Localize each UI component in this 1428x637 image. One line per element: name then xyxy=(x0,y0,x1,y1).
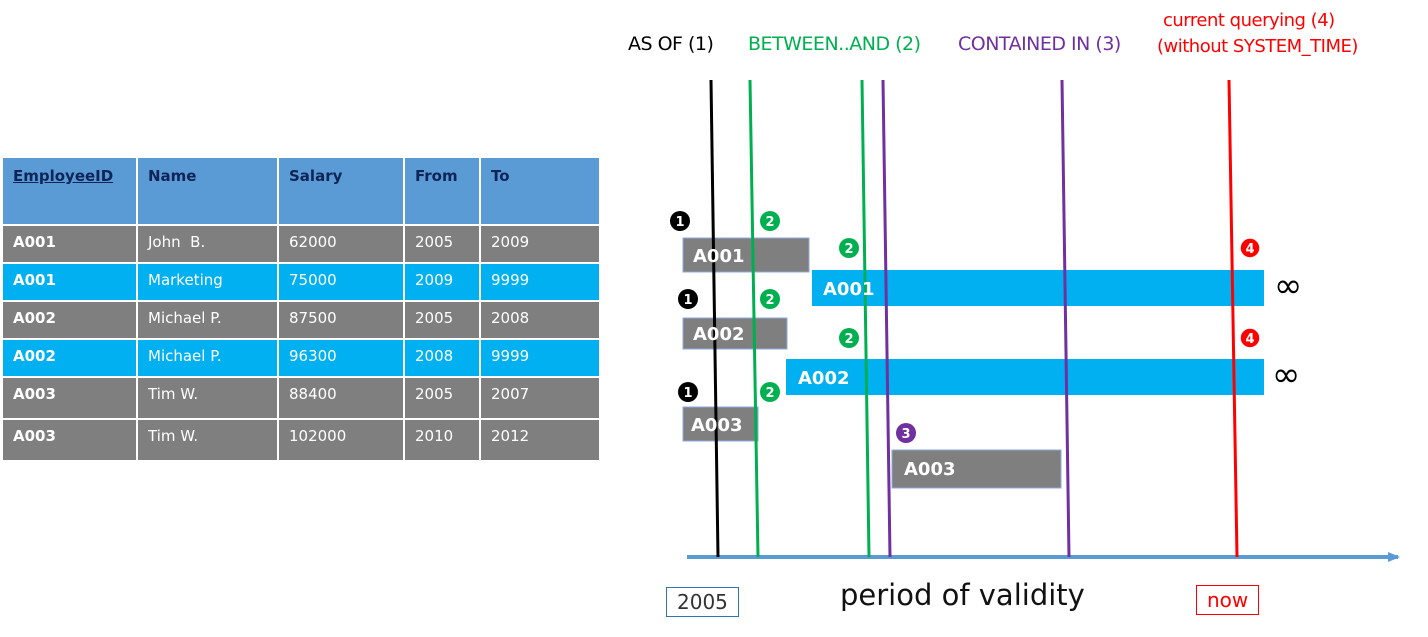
marker-number: 2 xyxy=(765,386,774,401)
cell-to: 2007 xyxy=(481,378,601,420)
table-row: A002 Michael P. 96300 2008 9999 xyxy=(3,340,601,378)
between-and-end-line xyxy=(860,79,871,558)
table-row: A001 Marketing 75000 2009 9999 xyxy=(3,264,601,302)
cell-to: 2012 xyxy=(481,420,601,462)
cell-to: 2009 xyxy=(481,226,601,264)
cell-to: 9999 xyxy=(481,264,601,302)
bar-a003-historical-label: A003 xyxy=(691,415,743,436)
current-querying-header: current querying (4) xyxy=(1163,10,1335,31)
infinity-symbol: ∞ xyxy=(1272,355,1301,395)
marker-number: 4 xyxy=(1245,242,1254,257)
cell-from: 2005 xyxy=(405,302,481,340)
cell-to: 2008 xyxy=(481,302,601,340)
cell-employeeid: A001 xyxy=(3,264,138,302)
bar-a002-current-label: A002 xyxy=(798,368,850,389)
marker-number: 1 xyxy=(675,215,684,230)
employee-table: EmployeeID Name Salary From To A001 John… xyxy=(3,158,601,462)
cell-from: 2008 xyxy=(405,340,481,378)
cell-name: Michael P. xyxy=(138,340,279,378)
cell-employeeid: A003 xyxy=(3,378,138,420)
cell-to: 9999 xyxy=(481,340,601,378)
cell-from: 2005 xyxy=(405,226,481,264)
table-header-row: EmployeeID Name Salary From To xyxy=(3,158,601,226)
marker-2: 2 xyxy=(760,382,780,402)
cell-employeeid: A002 xyxy=(3,302,138,340)
marker-number: 4 xyxy=(1245,332,1254,347)
marker-1: 1 xyxy=(670,211,690,231)
cell-employeeid: A003 xyxy=(3,420,138,462)
cell-salary: 88400 xyxy=(279,378,405,420)
cell-salary: 102000 xyxy=(279,420,405,462)
current-querying-subheader: (without SYSTEM_TIME) xyxy=(1157,36,1358,57)
between-and-start-line xyxy=(748,79,760,558)
between-and-header: BETWEEN..AND (2) xyxy=(748,33,921,55)
marker-4: 4 xyxy=(1239,327,1261,349)
bar-a003-historical xyxy=(682,406,759,442)
infinity-symbol: ∞ xyxy=(1274,266,1303,306)
contained-in-start-line xyxy=(881,79,892,558)
cell-salary: 62000 xyxy=(279,226,405,264)
table-row: A002 Michael P. 87500 2005 2008 xyxy=(3,302,601,340)
bar-a001-current-label: A001 xyxy=(823,279,875,300)
as-of-line xyxy=(709,79,720,558)
marker-2: 2 xyxy=(839,238,859,258)
column-header-from: From xyxy=(405,158,481,226)
cell-name: Marketing xyxy=(138,264,279,302)
cell-salary: 96300 xyxy=(279,340,405,378)
cell-from: 2005 xyxy=(405,378,481,420)
marker-1: 1 xyxy=(678,289,698,309)
marker-number: 2 xyxy=(765,215,774,230)
column-header-salary: Salary xyxy=(279,158,405,226)
table-row: A003 Tim W. 88400 2005 2007 xyxy=(3,378,601,420)
cell-salary: 87500 xyxy=(279,302,405,340)
contained-in-header: CONTAINED IN (3) xyxy=(958,33,1121,55)
cell-salary: 75000 xyxy=(279,264,405,302)
marker-2: 2 xyxy=(760,289,780,309)
marker-2: 2 xyxy=(839,328,859,348)
table-row: A001 John B. 62000 2005 2009 xyxy=(3,226,601,264)
marker-number: 1 xyxy=(683,293,692,308)
cell-employeeid: A001 xyxy=(3,226,138,264)
cell-name: Tim W. xyxy=(138,378,279,420)
bar-a001-historical-label: A001 xyxy=(693,246,745,267)
marker-number: 2 xyxy=(844,242,853,257)
cell-from: 2010 xyxy=(405,420,481,462)
cell-name: John B. xyxy=(138,226,279,264)
bar-a002-historical xyxy=(682,317,788,350)
marker-number: 3 xyxy=(901,427,910,442)
marker-3: 3 xyxy=(896,423,916,443)
axis-title: period of validity xyxy=(840,578,1085,612)
marker-4: 4 xyxy=(1239,237,1261,259)
axis-end-label: now xyxy=(1196,585,1260,615)
cell-employeeid: A002 xyxy=(3,340,138,378)
current-query-line xyxy=(1227,79,1239,558)
axis-start-label: 2005 xyxy=(666,587,739,617)
as-of-header: AS OF (1) xyxy=(628,33,714,55)
cell-name: Tim W. xyxy=(138,420,279,462)
cell-from: 2009 xyxy=(405,264,481,302)
cell-name: Michael P. xyxy=(138,302,279,340)
marker-number: 2 xyxy=(765,293,774,308)
column-header-name: Name xyxy=(138,158,279,226)
marker-2: 2 xyxy=(760,211,780,231)
marker-1: 1 xyxy=(678,382,698,402)
bar-a001-current xyxy=(812,270,1264,306)
contained-in-end-line xyxy=(1060,79,1071,558)
table-row: A003 Tim W. 102000 2010 2012 xyxy=(3,420,601,462)
bar-a001-historical xyxy=(682,237,810,273)
bar-a002-historical-label: A002 xyxy=(693,324,745,345)
column-header-employeeid: EmployeeID xyxy=(3,158,138,226)
bar-a003-later xyxy=(891,449,1062,489)
marker-number: 2 xyxy=(844,332,853,347)
marker-number: 1 xyxy=(683,386,692,401)
bar-a002-current xyxy=(786,359,1264,395)
column-header-to: To xyxy=(481,158,601,226)
bar-a003-later-label: A003 xyxy=(904,459,956,480)
